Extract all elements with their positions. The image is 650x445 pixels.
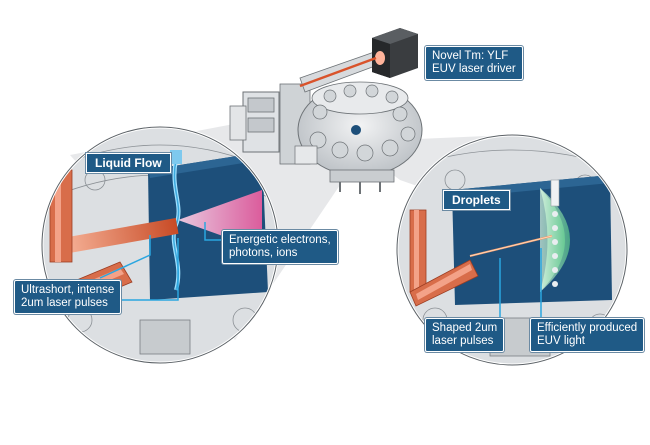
shaped-label: Shaped 2um laser pulses	[425, 318, 505, 352]
droplets-title: Droplets	[443, 190, 510, 210]
pointer-ultrashort-b	[110, 238, 179, 301]
energetic-label-line-1: Energetic electrons,	[229, 234, 331, 246]
vacuum-chamber	[229, 49, 423, 194]
ultrashort-label-line-2: 2um laser pulses	[21, 297, 108, 309]
driver-label-line-2: EUV laser driver	[432, 63, 516, 75]
energetic-label: Energetic electrons, photons, ions	[222, 230, 338, 264]
laser-driver-box	[299, 28, 418, 88]
efficient-label: Efficiently produced EUV light	[530, 318, 645, 352]
droplets-magnifier	[395, 133, 629, 367]
liquid-flow-title: Liquid Flow	[86, 153, 171, 173]
ultrashort-label: Ultrashort, intense 2um laser pulses	[14, 280, 122, 314]
pointer-ultrashort-a	[99, 235, 151, 279]
driver-label-line-1: Novel Tm: YLF	[432, 50, 509, 62]
driver-label: Novel Tm: YLF EUV laser driver	[425, 46, 523, 80]
shaped-label-line-1: Shaped 2um	[432, 322, 498, 334]
efficient-label-line-1: Efficiently produced	[537, 322, 638, 334]
shaped-label-line-2: laser pulses	[432, 335, 494, 347]
energetic-label-line-2: photons, ions	[229, 247, 298, 259]
efficient-label-line-2: EUV light	[537, 335, 585, 347]
pointer-lines	[99, 222, 542, 320]
ultrashort-label-line-1: Ultrashort, intense	[21, 284, 115, 296]
pointer-energetic	[204, 222, 222, 241]
